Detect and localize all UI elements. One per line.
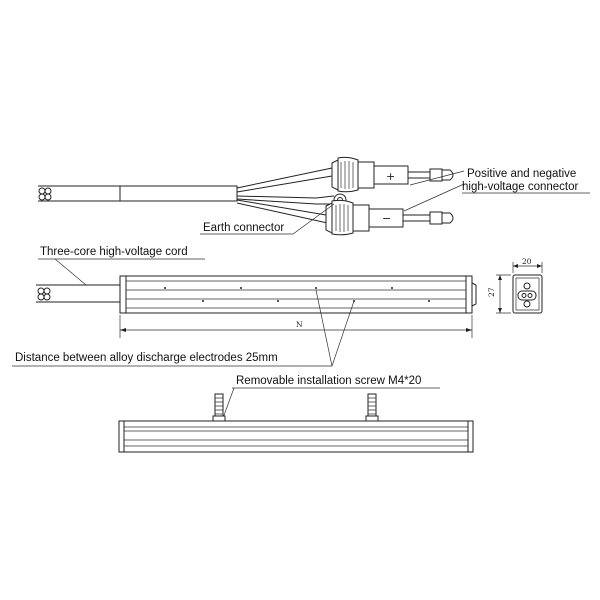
connector-label-line2: high-voltage connector [462, 181, 579, 193]
connector-label-line1: Positive and negative [467, 168, 576, 180]
installation-screw-right [365, 393, 379, 422]
connector-callout: Positive and negative high-voltage conne… [403, 168, 590, 212]
cable-assembly [38, 167, 347, 225]
height-dim-text: 27 [487, 287, 496, 297]
bar-end-view [512, 274, 543, 314]
screw-label: Removable installation screw M4*20 [236, 375, 421, 387]
cord-label: Three-core high-voltage cord [40, 246, 188, 258]
screw-callout: Removable installation screw M4*20 [222, 375, 440, 419]
electrode-label: Distance between alloy discharge electro… [15, 352, 278, 364]
width-dim-text: 20 [522, 257, 532, 266]
plus-symbol: + [386, 170, 395, 183]
cord-callout: Three-core high-voltage cord [38, 246, 205, 286]
electrode-callout: Distance between alloy discharge electro… [12, 289, 355, 367]
length-dim-text: N [296, 320, 303, 329]
minus-symbol: − [382, 212, 391, 225]
ionizer-bar-side-view [118, 420, 474, 453]
earth-callout: Earth connector [200, 203, 335, 235]
end-view-dimensions: 20 27 [487, 257, 543, 314]
length-dimension: N [119, 315, 473, 338]
installation-screw-left [212, 393, 226, 422]
positive-connector: + [331, 156, 454, 193]
negative-connector: − [325, 199, 454, 236]
earth-label: Earth connector [203, 222, 284, 234]
ionizer-bar-top-view [36, 275, 477, 314]
